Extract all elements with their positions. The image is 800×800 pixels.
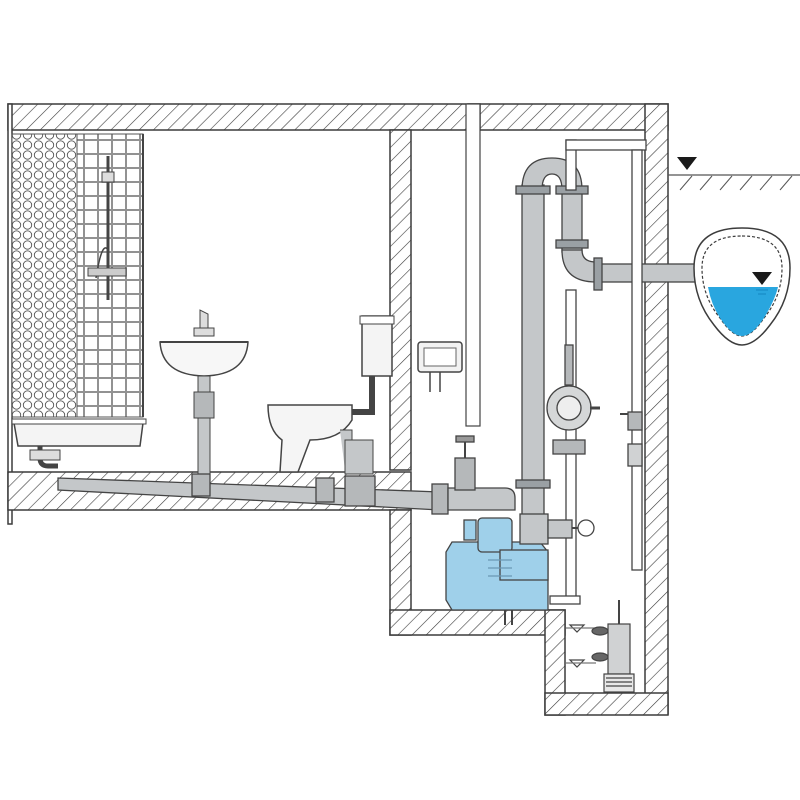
gate-valve [454,435,476,491]
water-level-marker [752,272,772,285]
partition-wall [389,129,412,471]
toilet [267,315,395,475]
bathtub-shower [11,133,147,469]
lifting-station [445,513,595,625]
sump-floor [544,692,669,716]
sewer [693,227,791,346]
sewer-water [708,287,778,336]
ground-level-marker [677,157,697,170]
sump-drainage-pump [566,600,635,693]
control-box [417,341,463,392]
vent-pipe [465,103,481,427]
washbasin [159,309,249,477]
check-valve [546,344,600,455]
drain-pipe [57,473,516,515]
shower-head [101,171,115,183]
roof-slab [7,103,669,131]
ground-outside [668,157,800,191]
sump-valve [620,411,643,467]
mixer-tap [87,267,127,277]
left-wall-edge [7,103,13,525]
right-wall [644,103,669,715]
basement-floor [389,609,566,636]
